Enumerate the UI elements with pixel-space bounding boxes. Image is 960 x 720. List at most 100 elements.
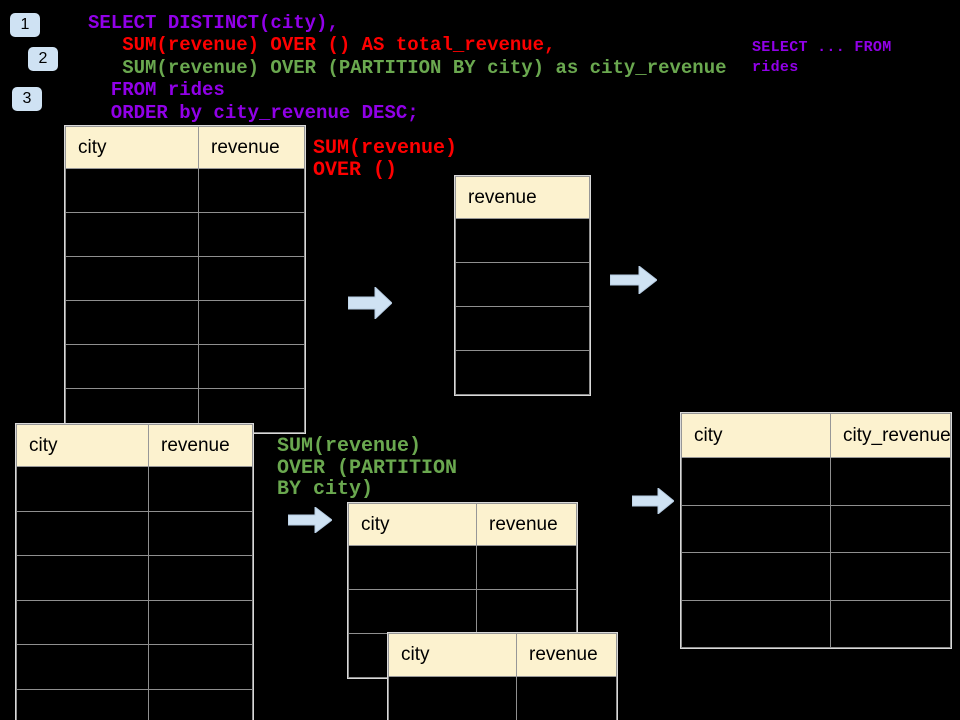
- empty-cell: [65, 300, 199, 345]
- table-row: [16, 510, 253, 556]
- column-header: revenue: [516, 633, 617, 677]
- sql-line-order-by: ORDER by city_revenue DESC;: [88, 101, 419, 124]
- empty-cell: [455, 262, 590, 307]
- column-header: city: [681, 413, 831, 458]
- table-row: [65, 168, 305, 213]
- empty-cell: [148, 555, 253, 601]
- empty-cell: [148, 599, 253, 645]
- arrow-total-output-icon: [610, 266, 657, 294]
- empty-cell: [198, 256, 305, 301]
- empty-cell: [830, 504, 951, 553]
- table-row: [681, 457, 951, 506]
- table-row: [16, 688, 253, 720]
- table-row: [16, 644, 253, 690]
- empty-cell: [455, 306, 590, 351]
- empty-cell: [148, 466, 253, 512]
- table-row: [455, 350, 590, 395]
- empty-cell: [455, 350, 590, 395]
- table-row: [65, 344, 305, 389]
- sql-code-block: SELECT DISTINCT(city), SUM(revenue) OVER…: [88, 12, 727, 124]
- table-row: [16, 555, 253, 601]
- table-row: [348, 589, 577, 634]
- sql-line-sum-over-partition: SUM(revenue) OVER (PARTITION BY city) as…: [88, 56, 727, 79]
- table-row: [455, 306, 590, 351]
- column-header: revenue: [455, 176, 590, 219]
- table-row: [455, 262, 590, 307]
- empty-cell: [198, 212, 305, 257]
- empty-cell: [16, 510, 149, 556]
- empty-cell: [455, 218, 590, 263]
- step-badge-3: 3: [12, 87, 42, 111]
- annotation-partition-line-1: SUM(revenue): [277, 435, 422, 458]
- empty-cell: [348, 589, 477, 634]
- empty-cell: [681, 552, 831, 601]
- empty-cell: [830, 552, 951, 601]
- empty-cell: [681, 599, 831, 648]
- annotation-sum-over-partition: SUM(revenue) OVER (PARTITION BY city): [277, 436, 457, 501]
- column-header: city: [65, 126, 199, 169]
- table-row: [65, 256, 305, 301]
- annotation-partition-line-2: OVER (PARTITION: [277, 456, 458, 480]
- annotation-partition-line-3: BY city): [277, 478, 374, 501]
- table-total-revenue-result: revenue: [454, 175, 591, 396]
- arrow-source-to-partition-icon: [288, 507, 332, 533]
- side-code-line-1: SELECT ... FROM: [752, 39, 892, 56]
- empty-cell: [16, 644, 149, 690]
- empty-cell: [681, 504, 831, 553]
- column-header: city: [388, 633, 517, 677]
- side-code-line-2: rides: [752, 58, 799, 76]
- empty-cell: [388, 676, 517, 720]
- empty-cell: [65, 344, 199, 389]
- column-header: revenue: [148, 424, 253, 467]
- sql-line-from: FROM rides: [88, 79, 225, 102]
- column-header: city: [16, 424, 149, 467]
- empty-cell: [830, 599, 951, 648]
- empty-cell: [148, 644, 253, 690]
- header-row: revenue: [455, 176, 590, 219]
- column-header: city_revenue: [830, 413, 951, 458]
- empty-cell: [16, 599, 149, 645]
- empty-cell: [65, 256, 199, 301]
- empty-cell: [16, 555, 149, 601]
- step-badge-1: 1: [10, 13, 40, 37]
- column-header: revenue: [198, 126, 305, 169]
- table-row: [65, 300, 305, 345]
- table-row: [455, 218, 590, 263]
- empty-cell: [348, 545, 477, 590]
- table-row: [16, 466, 253, 512]
- empty-cell: [516, 676, 617, 720]
- table-row: [681, 552, 951, 601]
- empty-cell: [476, 545, 577, 590]
- table-row: [681, 504, 951, 553]
- table-row: [348, 545, 577, 590]
- empty-cell: [198, 344, 305, 389]
- column-header: revenue: [476, 503, 577, 546]
- arrow-source-to-total-icon: [348, 287, 392, 319]
- empty-cell: [681, 457, 831, 506]
- side-code-snippet: SELECT ... FROM rides: [752, 38, 892, 77]
- arrow-partition-to-result-icon: [632, 488, 674, 514]
- empty-cell: [65, 212, 199, 257]
- column-header: city: [348, 503, 477, 546]
- empty-cell: [198, 168, 305, 213]
- table-row: [681, 599, 951, 648]
- empty-cell: [148, 688, 253, 720]
- table-row: [16, 599, 253, 645]
- step-badge-2: 2: [28, 47, 58, 71]
- empty-cell: [16, 466, 149, 512]
- table-row: [388, 676, 617, 720]
- annotation-total-line-1: SUM(revenue): [313, 137, 458, 160]
- empty-cell: [476, 589, 577, 634]
- annotation-total-line-2: OVER (): [313, 158, 398, 182]
- empty-cell: [148, 510, 253, 556]
- table-row: [65, 212, 305, 257]
